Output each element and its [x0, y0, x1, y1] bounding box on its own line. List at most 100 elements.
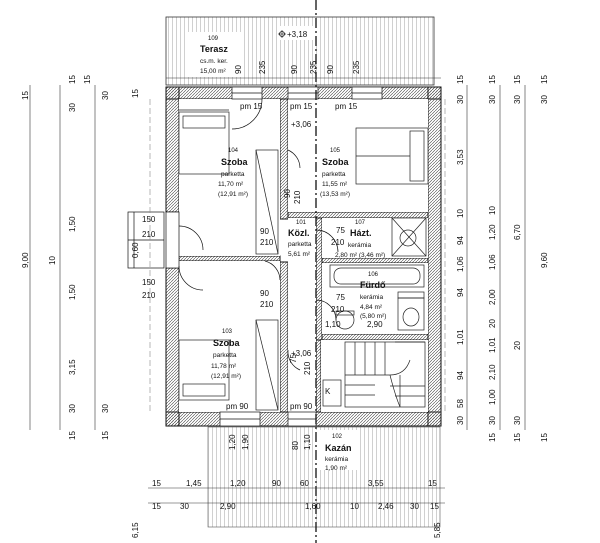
kazan-finish: kerámia [325, 456, 349, 463]
svg-text:15: 15 [131, 89, 140, 98]
svg-text:10: 10 [488, 206, 497, 215]
win-210-b: 210 [142, 291, 156, 300]
svg-text:15: 15 [83, 75, 92, 84]
terrace-area: 15,00 m² [200, 68, 226, 75]
svg-text:1,20: 1,20 [230, 479, 246, 488]
room104-number: 104 [228, 148, 239, 154]
svg-text:30: 30 [101, 404, 110, 413]
win-150-b: 150 [142, 278, 156, 287]
room101-area: 5,61 m² [288, 251, 311, 258]
svg-text:1,20: 1,20 [488, 224, 497, 240]
door-90-b: 90 [260, 289, 269, 298]
pm15-b: pm 15 [290, 102, 313, 111]
svg-text:5,85: 5,85 [433, 522, 442, 538]
dims-bottom: 15 1,45 1,20 90 60 3,55 15 15 30 2,90 1,… [152, 434, 439, 511]
svg-text:80: 80 [291, 441, 300, 450]
room104-finish: parketta [221, 171, 245, 178]
terrace-name: Terasz [200, 44, 228, 54]
dims-top: 90 235 90 235 90 235 [234, 60, 361, 74]
room103-finish: parketta [213, 352, 237, 359]
svg-text:30: 30 [488, 416, 497, 425]
svg-text:10: 10 [48, 256, 57, 265]
sill-110: 1,10 [325, 320, 341, 329]
door-210-a: 210 [260, 238, 274, 247]
svg-text:2,00: 2,00 [488, 289, 497, 305]
door-75-a: 75 [336, 226, 345, 235]
svg-text:15: 15 [513, 433, 522, 442]
room101-name: Közl. [288, 228, 310, 238]
svg-text:15: 15 [21, 91, 30, 100]
svg-text:6,15: 6,15 [131, 522, 140, 538]
svg-text:94: 94 [456, 371, 465, 380]
door-90-c: 90 [283, 189, 292, 198]
svg-text:90: 90 [326, 65, 335, 74]
boiler-k: K [325, 387, 331, 396]
svg-text:30: 30 [488, 95, 497, 104]
svg-text:20: 20 [488, 319, 497, 328]
svg-text:1,50: 1,50 [68, 216, 77, 232]
svg-text:10: 10 [456, 209, 465, 218]
room101-number: 101 [296, 220, 307, 226]
svg-text:1,00: 1,00 [488, 389, 497, 405]
svg-text:90: 90 [234, 65, 243, 74]
svg-text:2,90: 2,90 [220, 502, 236, 511]
room103-number: 103 [222, 329, 233, 335]
svg-text:1,50: 1,50 [68, 284, 77, 300]
svg-text:1,45: 1,45 [186, 479, 202, 488]
door-210-c: 210 [293, 190, 302, 204]
room104-name: Szoba [221, 157, 248, 167]
svg-text:15: 15 [540, 75, 549, 84]
svg-text:235: 235 [258, 60, 267, 74]
room107-finish: kerámia [348, 242, 372, 249]
win-290: 2,90 [367, 320, 383, 329]
svg-text:10: 10 [350, 502, 359, 511]
svg-text:30: 30 [68, 103, 77, 112]
svg-text:15: 15 [513, 75, 522, 84]
svg-text:90: 90 [290, 65, 299, 74]
openings [127, 86, 383, 427]
svg-text:1,60: 1,60 [305, 502, 321, 511]
svg-text:15: 15 [488, 433, 497, 442]
svg-text:1,10: 1,10 [303, 434, 312, 450]
svg-text:30: 30 [101, 91, 110, 100]
svg-text:30: 30 [68, 404, 77, 413]
kazan-name: Kazán [325, 443, 352, 453]
room104-area2: (12,91 m²) [218, 191, 248, 198]
room105-name: Szoba [322, 157, 349, 167]
dims-right: 15 30 3,53 10 94 1,06 94 1,01 94 58 30 1… [433, 75, 549, 538]
room101-finish: parketta [288, 241, 312, 248]
svg-text:30: 30 [456, 95, 465, 104]
dims-left: 15 15 30 9,00 1,50 10 1,50 3,15 30 15 15… [21, 75, 140, 538]
svg-text:30: 30 [456, 416, 465, 425]
svg-text:90: 90 [272, 479, 281, 488]
door-90-a: 90 [260, 227, 269, 236]
svg-text:30: 30 [540, 95, 549, 104]
svg-text:94: 94 [456, 288, 465, 297]
svg-text:15: 15 [101, 431, 110, 440]
room-labels: 104 Szoba parketta 11,70 m² (12,91 m²) 1… [211, 148, 386, 380]
furniture [178, 109, 429, 411]
svg-text:15: 15 [152, 502, 161, 511]
svg-text:9,60: 9,60 [540, 252, 549, 268]
svg-text:3,55: 3,55 [368, 479, 384, 488]
kazan-area: 1,90 m² [325, 465, 348, 472]
level-mid1: +3,06 [291, 120, 312, 129]
door-210-e: 210 [331, 305, 345, 314]
sample-060: 0,60 [131, 242, 140, 258]
opening-labels: pm 15 pm 15 pm 15 pm 90 pm 90 +3,06 +3,0… [131, 102, 383, 411]
terrace-finish: cs.m. ker. [200, 58, 228, 65]
svg-text:3,53: 3,53 [456, 149, 465, 165]
room103-name: Szoba [213, 338, 240, 348]
svg-text:3,15: 3,15 [68, 359, 77, 375]
svg-text:1,06: 1,06 [456, 256, 465, 272]
terrace-number: 109 [208, 36, 219, 42]
door-210-f: 210 [303, 361, 312, 375]
win-210-a: 210 [142, 230, 156, 239]
level-mid2: +3,06 [291, 349, 312, 358]
lower-extension: 102 Kazán kerámia 1,90 m² [207, 426, 441, 528]
svg-text:15: 15 [540, 433, 549, 442]
pm90-a: pm 90 [226, 402, 249, 411]
svg-text:30: 30 [513, 95, 522, 104]
room106-name: Fürdő [360, 280, 386, 290]
